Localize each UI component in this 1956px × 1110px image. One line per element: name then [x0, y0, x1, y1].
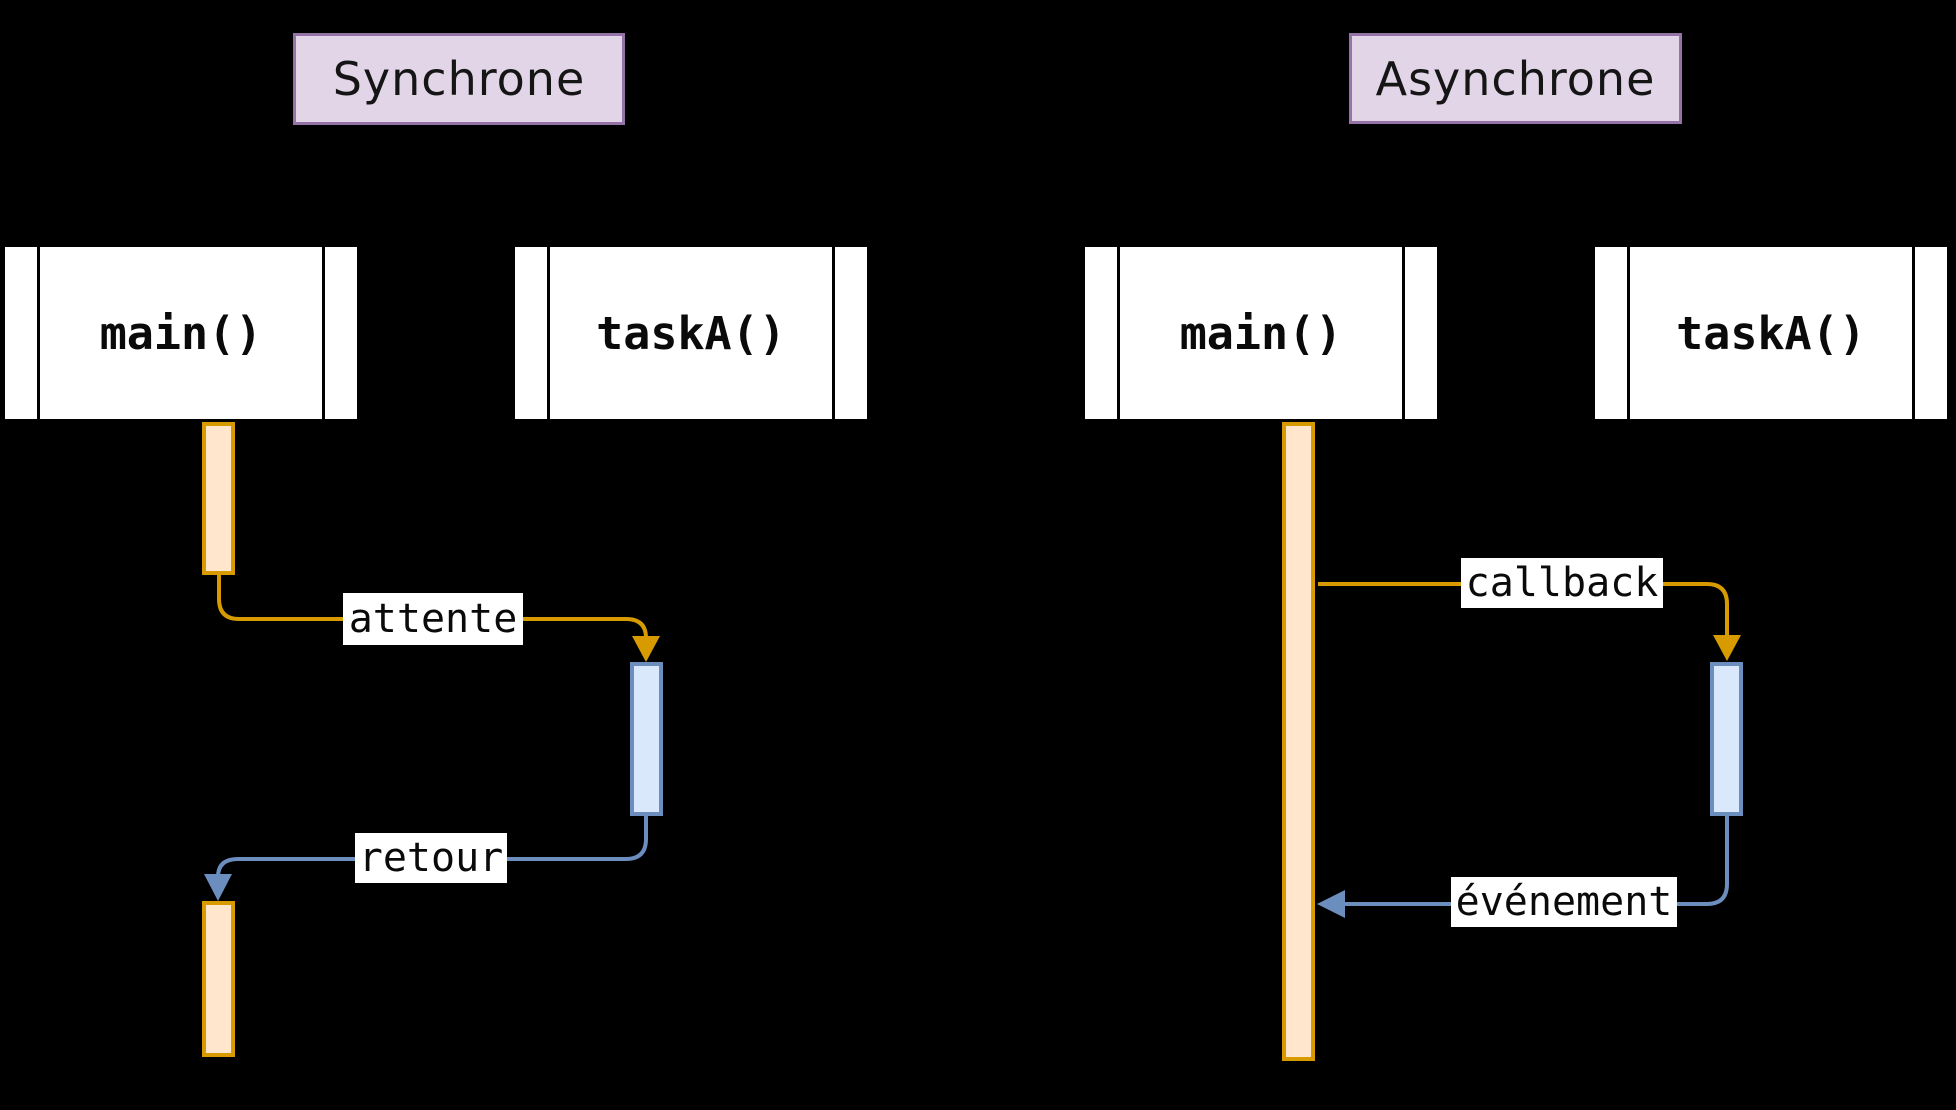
message-label-attente-text: attente	[348, 596, 518, 642]
evenement-arrowhead-icon	[1317, 890, 1345, 918]
panel-title-asynchrone-label: Asynchrone	[1375, 51, 1656, 106]
message-label-retour-text: retour	[358, 835, 504, 881]
actor-box-taska-left: taskA()	[512, 244, 870, 422]
attente-arrowhead-icon	[632, 636, 660, 662]
actor-box-sideline	[547, 247, 550, 419]
message-label-retour: retour	[355, 833, 507, 883]
panel-title-asynchrone: Asynchrone	[1349, 33, 1682, 124]
actor-box-sideline	[37, 247, 40, 419]
message-label-callback-text: callback	[1465, 560, 1659, 606]
callback-arrowhead-icon	[1713, 635, 1741, 661]
actor-box-main-left: main()	[2, 244, 360, 422]
actor-box-sideline	[1912, 247, 1915, 419]
message-label-evenement: événement	[1451, 877, 1677, 927]
panel-title-synchrone-label: Synchrone	[332, 52, 586, 106]
actor-box-sideline	[1627, 247, 1630, 419]
actor-box-taska-right: taskA()	[1592, 244, 1950, 422]
activation-bar-main-left-1	[202, 422, 235, 575]
actor-box-sideline	[1117, 247, 1120, 419]
callback-arrow	[1318, 582, 1741, 661]
activation-bar-taska-left	[630, 662, 663, 816]
activation-bar-main-left-2	[202, 901, 235, 1057]
message-label-evenement-text: événement	[1455, 879, 1673, 925]
message-label-callback: callback	[1461, 558, 1663, 608]
actor-label-main-right: main()	[1179, 306, 1343, 360]
retour-arrowhead-icon	[204, 874, 232, 901]
panel-title-synchrone: Synchrone	[293, 33, 625, 125]
activation-bar-main-right	[1282, 422, 1315, 1061]
actor-label-taska-right: taskA()	[1676, 306, 1866, 360]
evenement-arrow	[1317, 815, 1729, 918]
actor-label-taska-left: taskA()	[596, 306, 786, 360]
actor-box-sideline	[1402, 247, 1405, 419]
actor-box-sideline	[322, 247, 325, 419]
activation-bar-taska-right	[1710, 662, 1743, 816]
actor-box-main-right: main()	[1082, 244, 1440, 422]
message-label-attente: attente	[343, 593, 523, 645]
actor-label-main-left: main()	[99, 306, 263, 360]
actor-box-sideline	[832, 247, 835, 419]
